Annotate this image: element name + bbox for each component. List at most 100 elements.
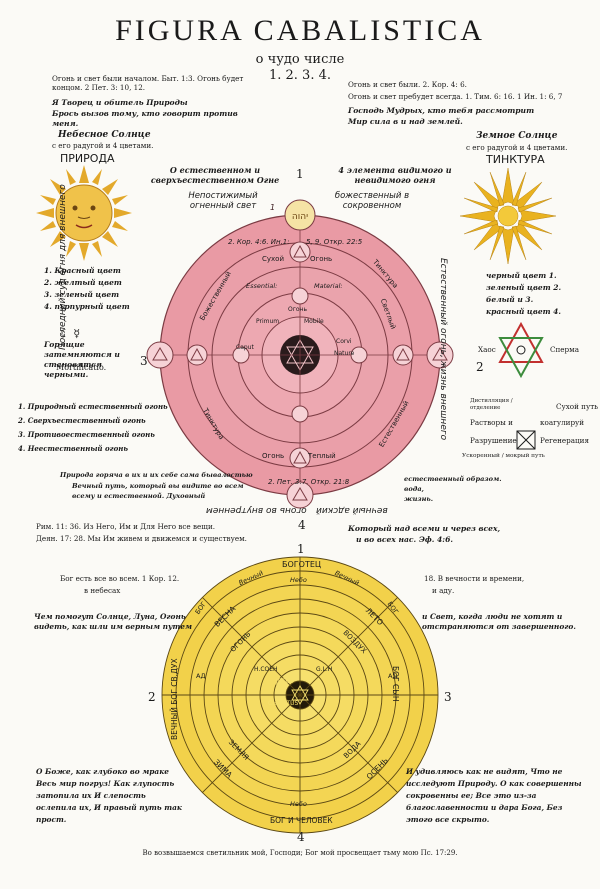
wheel-num-1: 1 — [270, 203, 275, 212]
wheel1-right-side: Естественный огонь, жизнь внешнего — [438, 258, 448, 441]
wheel1-right-caption: 4 элемента видимого и невидимого огня — [338, 165, 452, 185]
ring-word-hell-l: АД — [196, 672, 206, 680]
color-list-right: черный цвет 1. зеленый цвет 2. белый и 3… — [486, 270, 586, 318]
powers-text: Горящие затемняются и становятся черными… — [44, 340, 120, 379]
moon-planet-icons: ☾ ☿ — [60, 327, 81, 340]
who-quote-2: и во всех нас. Эф. 4:6. — [356, 535, 454, 544]
middle-right-2: вода, — [404, 485, 424, 493]
center-christus: CHRISTUS — [268, 700, 299, 707]
crossed-box-icon — [516, 430, 536, 450]
color-item: красный цвет 4. — [486, 307, 562, 316]
ring-label-fire: Огонь — [310, 255, 333, 263]
middle-left-2: Вечный путь, который вы видите во всем в… — [72, 482, 244, 500]
footer-quote: Во возвышаемся светильник мой, Господи; … — [142, 849, 458, 857]
fire-list: 1. Природный естественный огонь 2. Сверх… — [18, 400, 168, 456]
top-right-quote-4: Мир сила в и над землей. — [348, 117, 463, 126]
sun-face-icon — [36, 165, 132, 261]
wheel1-bottom-side: огонь во внутреннем — [206, 505, 307, 515]
god-all-in-all-2: в небесах — [84, 586, 121, 595]
coagula-label: коагулируй — [540, 418, 585, 427]
ring-ref-right: 5, 9. Откр. 22:5 — [306, 238, 363, 246]
color-item: черный цвет 1. — [486, 271, 557, 280]
distill-label: Дистилляция / отделение — [470, 398, 513, 411]
poem-left: О Боже, как глубоко во мраке Весь мир по… — [36, 767, 182, 824]
ring-word-hell-r: АД — [388, 672, 398, 680]
top-right-quote-2: Огонь и свет пребудет всегда. 1. Тим. 6:… — [348, 92, 563, 101]
ring-word-heaven-b: Небо — [290, 800, 307, 808]
page-title: FIGURA CABALISTICA — [115, 14, 485, 47]
wheel2-holy-spirit: ВЕЧНЫЙ БОГ СВ.ДУХ — [170, 658, 179, 740]
wheel1-bottom-right: вечный адский — [316, 505, 388, 515]
rim-quote-1: Рим. 11: 36. Из Него, Им и Для Него все … — [36, 522, 216, 531]
ring-label-dry: Сухой — [262, 255, 285, 263]
center-glh: G.L.H — [316, 666, 333, 673]
wheel1-left-inner: Непостижимый огненный свет — [188, 191, 258, 211]
wheel1-num-2: 2 — [476, 360, 484, 374]
top-left-quote-2: Я Творец и обитель Природы — [52, 98, 188, 107]
wheel1-num-3: 3 — [140, 354, 148, 368]
dry-way-label: Сухой путь — [556, 402, 599, 411]
nature-label: ПРИРОДА — [60, 152, 115, 165]
light-question: и Свет, когда люди не хотят и отстраняют… — [422, 612, 576, 631]
fire-item: 1. Природный естественный огонь — [18, 402, 168, 411]
middle-left-1: Природа горяча в их и их себе сама бывал… — [60, 471, 253, 479]
middle-right-3: жизнь. — [404, 495, 434, 503]
center-jesus: JESUS — [276, 678, 294, 685]
sun-moon-question: Чем помогут Солнце, Луна, Огонь видеть, … — [34, 612, 192, 631]
inner-corvi: Corvi — [336, 338, 352, 345]
fire-item: 4. Неестественный огонь — [18, 444, 128, 453]
color-item: 2. желтый цвет — [44, 278, 122, 287]
color-item: 1. Красный цвет — [44, 266, 121, 275]
color-item: белый и 3. — [486, 295, 534, 304]
wet-way-label: Ускоренный / мокрый путь — [462, 453, 545, 459]
mortificatio-label: Mortificatio. — [56, 363, 107, 372]
who-quote: Который над всеми и через всех, — [348, 524, 501, 533]
god-wheel — [161, 556, 439, 834]
ring-label-fire2: Огонь — [262, 452, 285, 460]
fire-item: 3. Противоестественный огонь — [18, 430, 155, 439]
wheel2-bog-chelovek: БОГ И ЧЕЛОВЕК — [270, 816, 333, 825]
color-list-left: 1. Красный цвет 2. желтый цвет 3. зелены… — [44, 265, 164, 313]
earth-sun-sub: с его радугой и 4 цветами. — [466, 143, 568, 152]
ring-ref-bottom: 2. Пет. 3:7. Откр. 21:8 — [268, 478, 350, 486]
wheel2-num-4: 4 — [297, 830, 305, 844]
tetragram-icon: יהוה — [292, 212, 308, 222]
inner-material: Material: — [314, 282, 343, 290]
sperma-label: Сперма — [550, 345, 580, 354]
god-all-in-all: Бог есть все во всем. 1 Кор. 12. — [60, 574, 180, 583]
wheel1-right-inner: божественный в сокровенном — [334, 191, 410, 211]
fire-wheel: יהוה 1 — [146, 199, 454, 509]
wheel1-num-4: 4 — [298, 518, 306, 532]
inner-essential: Essential: — [246, 282, 278, 290]
wheel1-num-1: 1 — [296, 167, 304, 181]
ring-word-heaven-t: Небо — [290, 576, 307, 584]
subtitle: о чудо числе — [255, 52, 345, 67]
regeneration-label: Регенерация — [540, 436, 589, 445]
eternity-time-2: и аду. — [432, 586, 455, 595]
inner-fire: Огонь — [288, 306, 308, 313]
earth-sun-label: Земное Солнце — [476, 131, 558, 141]
color-item: 4. пурпурный цвет — [44, 302, 130, 311]
ring-label-warm: Теплый — [308, 452, 336, 460]
color-item: 3. зеленый цвет — [44, 290, 120, 299]
poem-right: И удивляюсь как не видят, Что не исследу… — [406, 767, 582, 824]
center-hcoeh: H.COEH — [254, 666, 278, 673]
tinctura-label: ТИНКТУРА — [486, 153, 545, 166]
top-left-quote-3: Брось вызов тому, кто говорит против мен… — [52, 109, 238, 128]
wheel2-num-1: 1 — [297, 542, 305, 556]
destruction-label: Разрушение — [470, 436, 517, 445]
wheel1-left-side: Последний суд огня для внешнего — [58, 184, 68, 350]
hexagram-icon — [498, 321, 544, 379]
fire-item: 2. Сверхъестественный огонь — [18, 416, 146, 425]
star-sun-icon — [459, 167, 557, 265]
rim-quote-2: Деян. 17: 28. Мы Им живем и движемся и с… — [36, 534, 247, 543]
middle-right-1: естественный образом. — [404, 475, 502, 483]
inner-nature: Nature — [334, 350, 355, 357]
eternity-time: 18. В вечности и времени, — [424, 574, 525, 583]
wheel2-num-2: 2 — [148, 690, 156, 704]
ring-ref-left: 2. Кор. 4:6. Ин.1: — [228, 238, 290, 246]
top-right-quote-1: Огонь и свет были. 2. Кор. 4: 6. — [348, 80, 467, 89]
inner-caput: Caput — [236, 344, 254, 351]
chaos-label: Хаос — [478, 345, 496, 354]
wheel2-num-3: 3 — [444, 690, 452, 704]
